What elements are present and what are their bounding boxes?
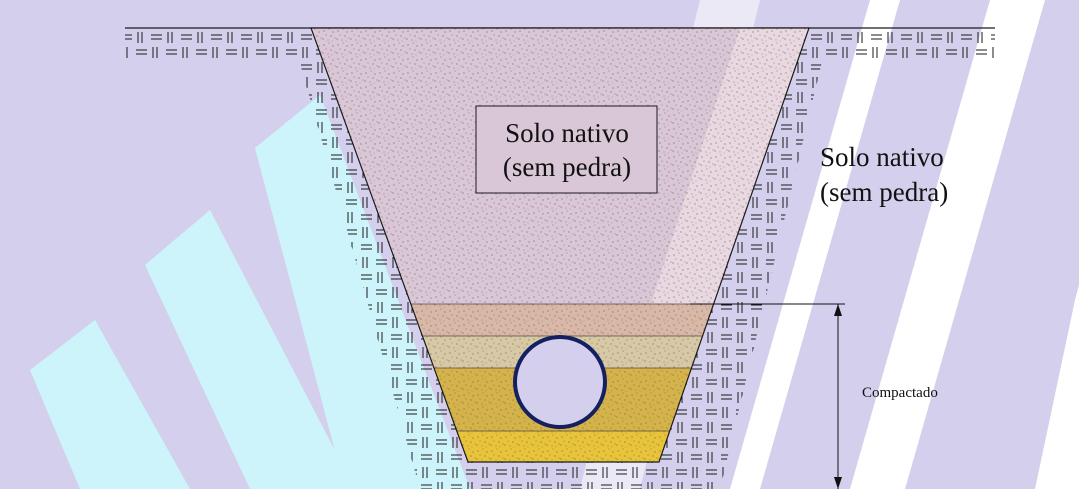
side-label-line2: (sem pedra) xyxy=(820,177,948,207)
trench-label-line2: (sem pedra) xyxy=(503,152,631,182)
pipe xyxy=(513,335,607,429)
trench-label-box: Solo nativo (sem pedra) xyxy=(475,105,658,194)
side-label-line1: Solo nativo xyxy=(820,142,944,172)
compaction-dimension: Compactado xyxy=(690,303,938,489)
trench-label-line1: Solo nativo xyxy=(505,118,629,148)
side-label: Solo nativo (sem pedra) xyxy=(820,142,948,207)
native-soil-hatch xyxy=(125,27,995,489)
dimension-label: Compactado xyxy=(862,385,938,401)
dimension-arrow-bottom xyxy=(834,477,842,489)
dimension-arrow-top xyxy=(834,304,842,316)
